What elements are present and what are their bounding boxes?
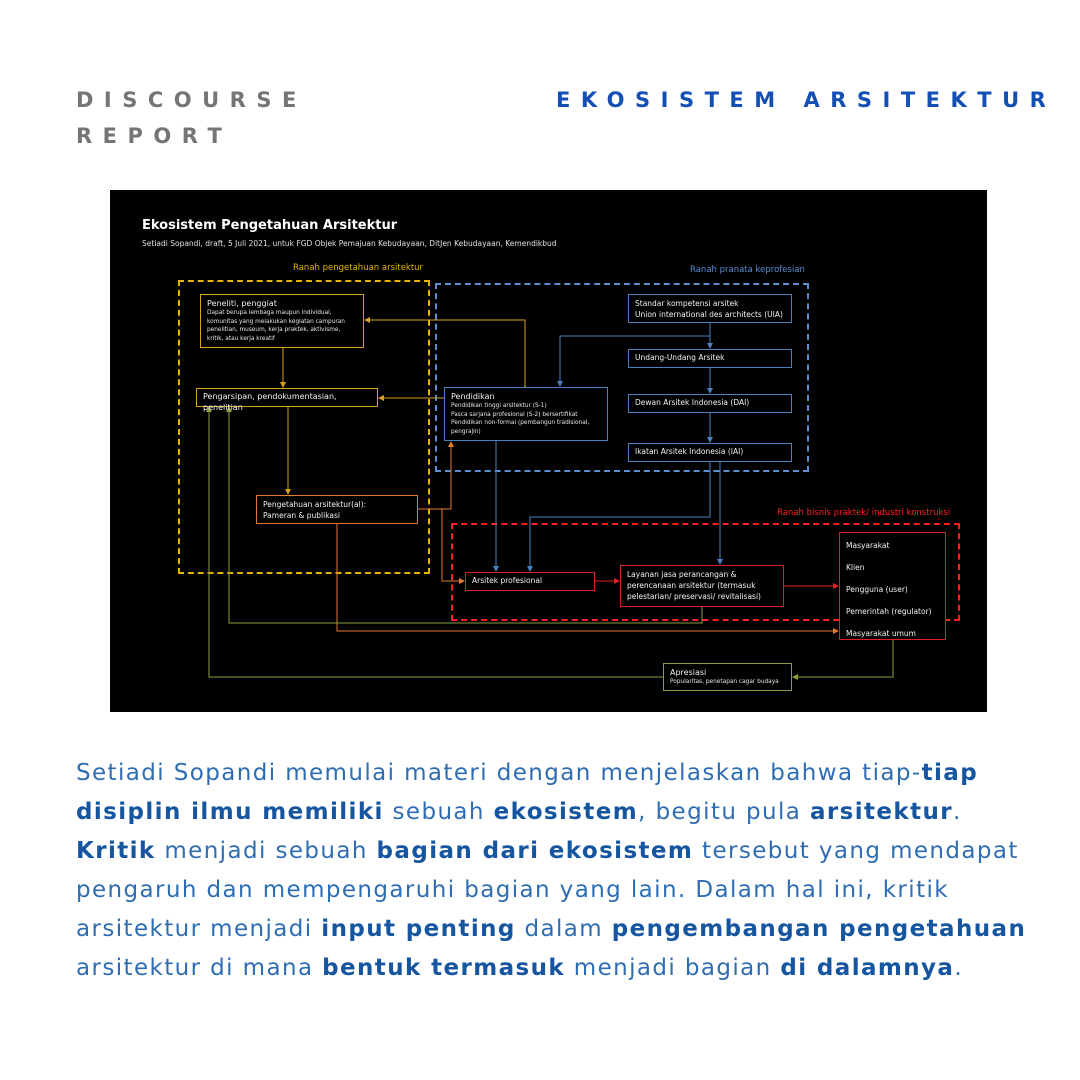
zone-knowledge-label: Ranah pengetahuan arsitektur xyxy=(293,263,424,273)
node-dewan: Dewan Arsitek Indonesia (DAI) xyxy=(628,394,792,413)
brand-line-1: DISCOURSE xyxy=(76,88,307,112)
diagram-subtitle: Setiadi Sopandi, draft, 5 Juli 2021, unt… xyxy=(142,239,557,248)
body-text-segment: menjadi bagian xyxy=(565,955,781,981)
body-text-segment: Setiadi Sopandi memulai materi dengan me… xyxy=(76,760,922,786)
node-apresiasi: Apresiasi Popularitas, penetapan cagar b… xyxy=(663,663,792,691)
brand-logo-text: DISCOURSE REPORT xyxy=(76,82,307,154)
body-text-segment: dalam xyxy=(515,916,612,942)
zone-professional-label: Ranah pranata keprofesian xyxy=(690,265,805,275)
body-bold-text: arsitektur xyxy=(809,799,954,825)
body-text-segment: menjadi sebuah xyxy=(155,838,377,864)
node-layanan-title: Layanan jasa perancangan & perencanaan a… xyxy=(627,570,761,601)
body-text-segment: . xyxy=(954,955,964,981)
node-peneliti-desc: Dapat berupa lembaga maupun individual, … xyxy=(207,310,345,342)
body-bold-text: input penting xyxy=(321,916,516,942)
node-undang-title: Undang-Undang Arsitek xyxy=(635,353,725,362)
node-masyarakat-item: Masyarakat xyxy=(846,541,890,550)
body-bold-text: ekosistem xyxy=(493,799,639,825)
node-pengetahuan-line1: Pengetahuan arsitektur(al): xyxy=(263,500,367,509)
body-text-segment: . xyxy=(953,799,962,825)
node-pendidikan-line: Pasca sarjana profesional (S-2) berserti… xyxy=(451,411,578,418)
body-bold-text: pengembangan pengetahuan xyxy=(611,916,1027,942)
node-pendidikan-title: Pendidikan xyxy=(451,392,495,401)
node-standar-line1: Standar kompetensi arsitek xyxy=(635,299,739,308)
body-bold-text: bagian dari ekosistem xyxy=(376,838,694,864)
body-text-segment: arsitektur di mana xyxy=(76,955,323,981)
body-text-segment: tersebut yang mendapat pengaruh dan memp… xyxy=(76,838,1019,942)
node-arsitek: Arsitek profesional xyxy=(465,572,595,591)
node-standar: Standar kompetensi arsitek Union interna… xyxy=(628,294,792,323)
node-masyarakat-item: Masyarakat umum xyxy=(846,629,916,638)
node-ikatan: Ikatan Arsitek Indonesia (IAI) xyxy=(628,443,792,462)
node-masyarakat-item: Pemerintah (regulator) xyxy=(846,607,932,616)
node-masyarakat-item: Pengguna (user) xyxy=(846,585,908,594)
node-apresiasi-desc: Popularitas, penetapan cagar budaya xyxy=(670,679,779,685)
node-arsitek-title: Arsitek profesional xyxy=(472,576,543,585)
page-topic-title: EKOSISTEM ARSITEKTUR xyxy=(556,88,1057,112)
body-bold-text: Kritik xyxy=(76,838,156,864)
node-pengarsipan: Pengarsipan, pendokumentasian, penelitia… xyxy=(196,388,378,412)
node-apresiasi-title: Apresiasi xyxy=(670,668,707,677)
body-bold-text: bentuk termasuk xyxy=(322,955,566,981)
brand-line-2: REPORT xyxy=(76,124,233,148)
node-pengetahuan: Pengetahuan arsitektur(al): Pameran & pu… xyxy=(256,495,418,524)
node-pendidikan-line: Pendidikan tinggi arsitektur (S-1) xyxy=(451,403,547,409)
node-peneliti-title: Peneliti, penggiat xyxy=(207,299,277,308)
body-bold-text: tiap disiplin ilmu memiliki xyxy=(76,760,979,825)
node-standar-line2: Union international des architects (UIA) xyxy=(635,310,783,319)
node-peneliti: Peneliti, penggiat Dapat berupa lembaga … xyxy=(200,294,364,348)
body-text-segment: sebuah xyxy=(383,799,494,825)
body-text-segment: , begitu pula xyxy=(638,799,810,825)
zone-business-label: Ranah bisnis praktek/ industri konstruks… xyxy=(777,508,951,518)
node-masyarakat: Masyarakat Klien Pengguna (user) Pemerin… xyxy=(839,532,946,640)
body-paragraph: Setiadi Sopandi memulai materi dengan me… xyxy=(76,754,1036,988)
node-pendidikan-line: Pendidikan non-formal (pembangun tradisi… xyxy=(451,420,590,435)
node-masyarakat-item: Klien xyxy=(846,563,865,572)
node-pendidikan: Pendidikan Pendidikan tinggi arsitektur … xyxy=(444,387,608,441)
node-undang: Undang-Undang Arsitek xyxy=(628,349,792,368)
node-dewan-title: Dewan Arsitek Indonesia (DAI) xyxy=(635,398,750,407)
node-pengarsipan-title: Pengarsipan, pendokumentasian, penelitia… xyxy=(203,392,337,412)
body-bold-text: di dalamnya xyxy=(780,955,955,981)
diagram-title: Ekosistem Pengetahuan Arsitektur xyxy=(142,218,398,233)
node-layanan: Layanan jasa perancangan & perencanaan a… xyxy=(620,565,784,607)
node-pengetahuan-line2: Pameran & publikasi xyxy=(263,511,340,520)
node-ikatan-title: Ikatan Arsitek Indonesia (IAI) xyxy=(635,447,744,456)
